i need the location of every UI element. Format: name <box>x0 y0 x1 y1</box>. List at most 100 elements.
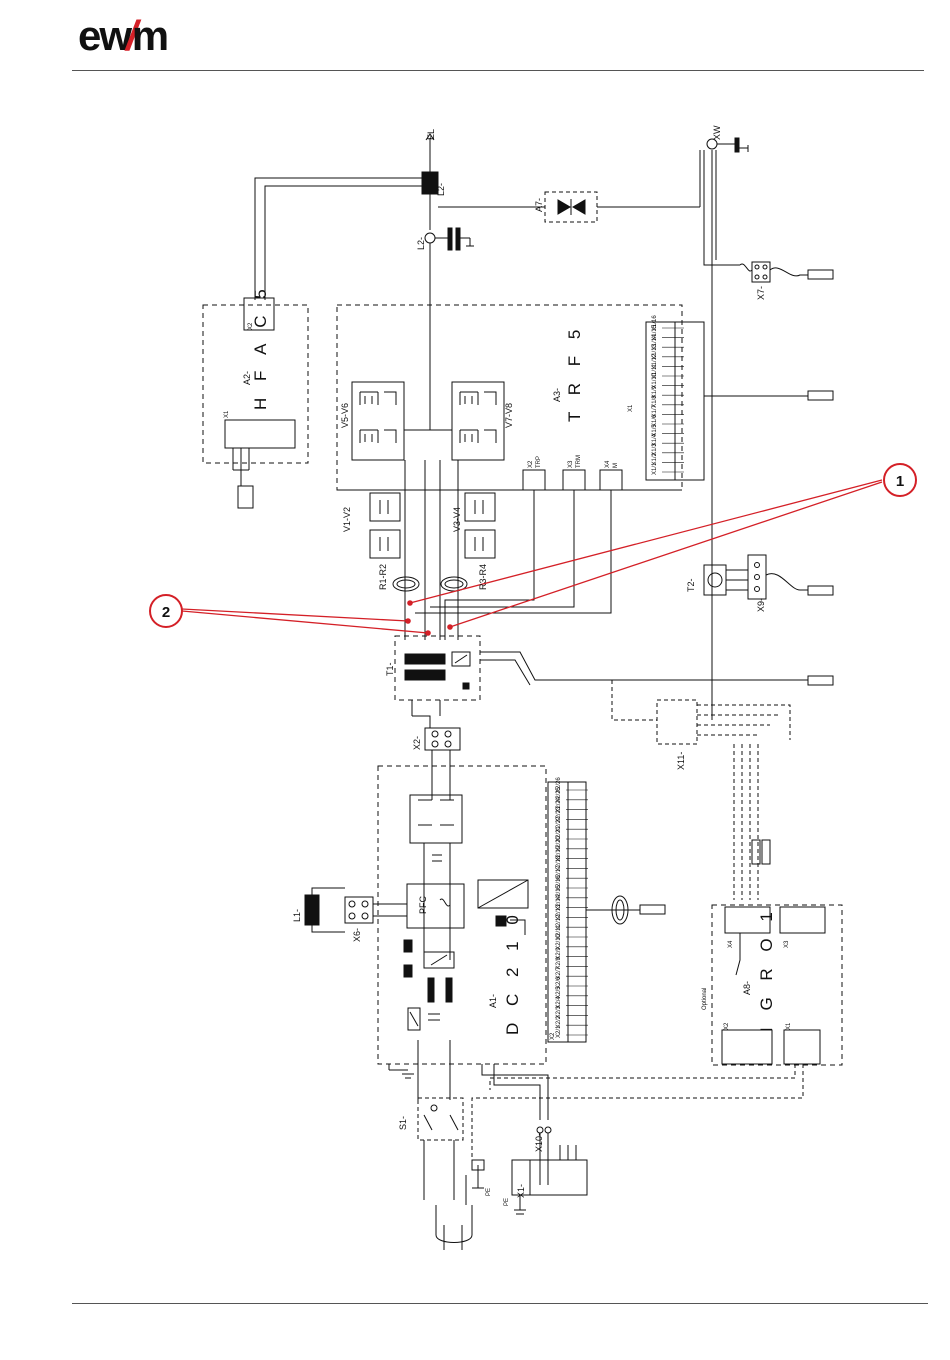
pin-label: X2/8 <box>556 956 562 969</box>
svg-text:2: 2 <box>162 604 170 621</box>
label-pfc: PFC <box>418 895 428 914</box>
label-a3-x4: X4 <box>605 460 611 468</box>
ewm-logo: ew/m <box>78 12 169 59</box>
label-x2: X2- <box>412 736 422 750</box>
label-s1: S1- <box>398 1116 408 1130</box>
x2-connector <box>424 727 461 800</box>
label-v1v2: V1-V2 <box>342 507 352 532</box>
label-trp: TRP <box>536 456 542 468</box>
label-x11: X11- <box>676 752 686 770</box>
el-terminal <box>425 133 435 172</box>
label-a1-name: D C 2 1 0 <box>503 909 522 1035</box>
pin-label: X2/21 <box>556 826 562 842</box>
pin-label: X2/25 <box>556 786 562 802</box>
label-a3-x2: X2 <box>528 460 534 468</box>
label-x9: X9- <box>756 598 766 612</box>
label-v7v8: V7-V8 <box>504 403 514 428</box>
x6-connector <box>344 896 407 924</box>
pin-label: X2/11 <box>556 924 562 940</box>
pin-label: X1/5 <box>652 424 658 437</box>
t2-current-sensor <box>703 554 834 600</box>
label-a8-x4: X4 <box>728 940 734 948</box>
pin-label: X2/18 <box>556 855 562 871</box>
pin-label: X2/6 <box>556 976 562 989</box>
label-a3-name: T R F 5 <box>565 324 584 422</box>
label-l1: L1- <box>292 909 302 922</box>
label-t1: T1- <box>385 662 395 676</box>
label-r1r2: R1-R2 <box>378 564 388 590</box>
pin-label: X1/11 <box>652 363 658 379</box>
label-r3r4: R3-R4 <box>478 564 488 590</box>
label-a8-x3: X3 <box>784 940 790 948</box>
pin-label: X2/17 <box>556 865 562 881</box>
pin-label: X2/4 <box>556 996 562 1009</box>
pin-label: X2/9 <box>556 947 562 960</box>
l2-choke-mid <box>424 227 474 305</box>
header-rule <box>72 70 924 71</box>
svg-text:1: 1 <box>896 473 904 490</box>
label-l2-mid: L2- <box>416 237 426 250</box>
label-a2-name: H F A C 5 <box>251 283 270 410</box>
pin-label: X2/26 <box>556 777 562 793</box>
a3-trf5-module <box>336 304 705 491</box>
label-v3v4: V3-V4 <box>452 507 462 532</box>
pin-label: X2/13 <box>556 904 562 920</box>
pin-label: X1/8 <box>652 395 658 408</box>
pin-label: X1/14 <box>652 334 658 350</box>
label-a8-x1: X1 <box>786 1022 792 1030</box>
t1-transformer <box>394 635 808 728</box>
label-a8-x2: X2 <box>724 1022 730 1030</box>
pin-label: X1/13 <box>652 343 658 359</box>
label-x1: X1- <box>516 1184 526 1198</box>
xw-terminal <box>699 137 749 720</box>
pin-label: X2/1 <box>556 1025 562 1038</box>
label-v5v6: V5-V6 <box>340 403 350 428</box>
pin-label: X2/19 <box>556 845 562 861</box>
pin-label: X2/5 <box>556 986 562 999</box>
callout-2: 2 <box>149 594 183 628</box>
label-a1-id: A1- <box>488 994 498 1008</box>
label-x10: X10- <box>534 1133 544 1152</box>
pin-label: X1/4 <box>652 433 658 446</box>
label-trm: TRM <box>576 455 582 468</box>
footer-rule <box>72 1303 928 1304</box>
mains-section <box>388 1064 588 1250</box>
pin-label: X2/10 <box>556 933 562 949</box>
pin-label: X1/12 <box>652 353 658 369</box>
x7-connector <box>739 261 834 283</box>
pin-label: X2/22 <box>556 816 562 832</box>
l2-choke-top <box>421 171 439 230</box>
label-a2-id: A2- <box>242 371 252 385</box>
label-a2-x2: X2 <box>248 322 254 330</box>
label-a2-x1: X1 <box>224 410 230 418</box>
a7-diode-module <box>438 191 700 223</box>
pin-label: X2/20 <box>556 835 562 851</box>
label-el: EL <box>426 129 436 140</box>
pin-label: X1/1 <box>652 462 658 475</box>
callout-1: 1 <box>883 463 917 497</box>
x11-connector <box>611 680 791 900</box>
trf5-pin-labels: X1/16X1/15X1/14X1/13X1/12X1/11X1/10X1/9X… <box>652 315 684 475</box>
label-a8-name: I G R O 1 <box>757 906 776 1032</box>
label-optional: Optional <box>702 988 708 1010</box>
pin-label: X1/3 <box>652 443 658 456</box>
pin-label: X2/12 <box>556 914 562 930</box>
label-x6: X6- <box>352 928 362 942</box>
pin-label: X2/2 <box>556 1015 562 1028</box>
pin-label: X1/6 <box>652 414 658 427</box>
label-xw: XW <box>712 125 722 140</box>
a8-igro1-module <box>711 904 843 1066</box>
pin-label: X1/10 <box>652 372 658 388</box>
label-a3-x3: X3 <box>568 460 574 468</box>
pin-label: X1/2 <box>652 452 658 465</box>
label-pe-left: PE <box>504 1198 510 1206</box>
label-l2-top: L2- <box>436 183 446 196</box>
label-a7: A7- <box>534 198 544 212</box>
pin-label: X1/7 <box>652 404 658 417</box>
pin-label: X2/7 <box>556 966 562 979</box>
label-a1-x2: X2 <box>550 1032 556 1040</box>
label-x7: X7- <box>756 286 766 300</box>
pin-label: X2/14 <box>556 894 562 910</box>
